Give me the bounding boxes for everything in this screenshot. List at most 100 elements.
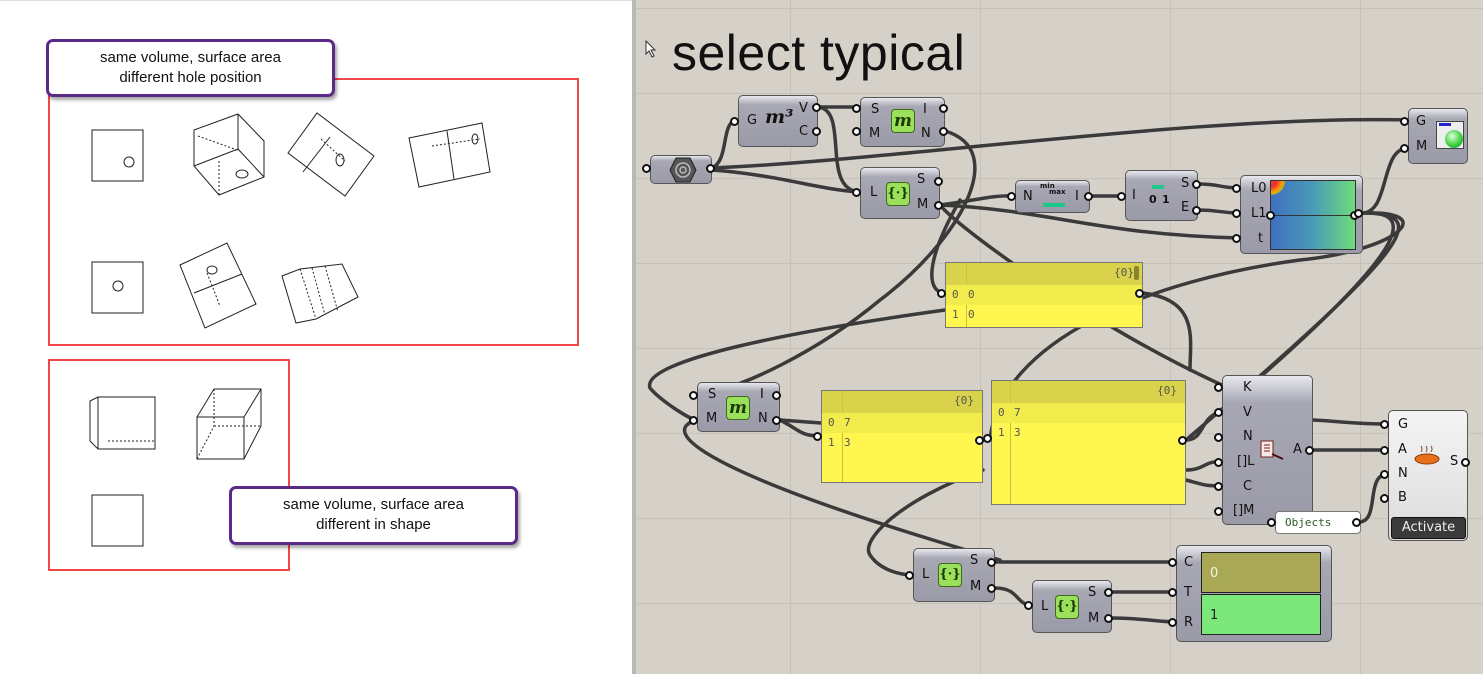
wire-port[interactable] bbox=[1214, 482, 1223, 491]
wire-port[interactable] bbox=[689, 416, 698, 425]
wire-port[interactable] bbox=[1232, 209, 1241, 218]
wire-port[interactable] bbox=[1168, 558, 1177, 567]
output-label: I bbox=[1075, 189, 1079, 204]
wire-port[interactable] bbox=[939, 127, 948, 136]
panel-scrollbar[interactable] bbox=[1134, 266, 1139, 280]
panel-divider bbox=[1010, 381, 1011, 504]
wire-port[interactable] bbox=[1007, 192, 1016, 201]
wire-port[interactable] bbox=[706, 164, 715, 173]
wire-port[interactable] bbox=[934, 177, 943, 186]
wire-port[interactable] bbox=[1214, 408, 1223, 417]
wire-port[interactable] bbox=[730, 117, 739, 126]
wire-port[interactable] bbox=[1214, 383, 1223, 392]
wire-port[interactable] bbox=[813, 432, 822, 441]
wire-port[interactable] bbox=[852, 127, 861, 136]
wire-port[interactable] bbox=[1192, 180, 1201, 189]
mass-addition-component[interactable]: S M m I N bbox=[697, 382, 780, 432]
wire-port[interactable] bbox=[1352, 518, 1361, 527]
row-index: 0 bbox=[998, 406, 1005, 419]
wire-port[interactable] bbox=[939, 104, 948, 113]
wire-port[interactable] bbox=[852, 104, 861, 113]
preview-sphere-icon bbox=[1436, 121, 1464, 149]
wire-port[interactable] bbox=[812, 103, 821, 112]
wire-port[interactable] bbox=[1084, 192, 1093, 201]
bake-component[interactable]: G A N B S Activate bbox=[1388, 410, 1468, 541]
wire-port[interactable] bbox=[812, 127, 821, 136]
wire-port[interactable] bbox=[1232, 234, 1241, 243]
mass-addition-component[interactable]: S M m I N bbox=[860, 97, 945, 147]
input-label: S bbox=[871, 102, 880, 117]
input-label: C bbox=[1184, 555, 1194, 570]
output-label: S bbox=[1088, 585, 1097, 600]
wire-port[interactable] bbox=[1178, 436, 1187, 445]
wire-port[interactable] bbox=[1168, 618, 1177, 627]
output-label: V bbox=[799, 101, 808, 116]
wire-port[interactable] bbox=[987, 584, 996, 593]
wire-port[interactable] bbox=[1117, 192, 1126, 201]
wire-port[interactable] bbox=[852, 188, 861, 197]
wire-port[interactable] bbox=[1168, 588, 1177, 597]
row-index: 0 bbox=[952, 288, 959, 301]
wire-port[interactable] bbox=[1400, 144, 1409, 153]
wire-port[interactable] bbox=[1214, 507, 1223, 516]
objects-panel[interactable]: Objects bbox=[1275, 511, 1361, 534]
construct-domain-component[interactable]: I 0 1 S E bbox=[1125, 170, 1198, 221]
wire-port[interactable] bbox=[1135, 289, 1144, 298]
wire-port[interactable] bbox=[689, 391, 698, 400]
wire-port[interactable] bbox=[1104, 588, 1113, 597]
bounds-component[interactable]: N min max I bbox=[1015, 180, 1090, 213]
output-label: N bbox=[758, 411, 768, 426]
wire-port[interactable] bbox=[1305, 446, 1314, 455]
wire-port[interactable] bbox=[1400, 117, 1409, 126]
wire-port[interactable] bbox=[1380, 470, 1389, 479]
list-item-component[interactable]: L {·} S M bbox=[860, 167, 940, 219]
wire-port[interactable] bbox=[1214, 458, 1223, 467]
wire-port[interactable] bbox=[1380, 446, 1389, 455]
wire-port[interactable] bbox=[987, 558, 996, 567]
list-item-component[interactable]: L {·} S M bbox=[913, 548, 995, 602]
volume-component[interactable]: G m³ V C bbox=[738, 95, 818, 147]
value-list-item[interactable]: 0 bbox=[1201, 552, 1321, 593]
split-divider[interactable] bbox=[632, 0, 636, 674]
wire-port[interactable] bbox=[772, 416, 781, 425]
wire-port[interactable] bbox=[1380, 420, 1389, 429]
wire-port[interactable] bbox=[1461, 458, 1470, 467]
gradient-grip[interactable] bbox=[1266, 211, 1275, 220]
output-label: A bbox=[1293, 442, 1302, 457]
list-item-component[interactable]: L {·} S M bbox=[1032, 580, 1112, 633]
object-attributes-component[interactable]: K V N []L C []M A bbox=[1222, 375, 1313, 525]
wire-port[interactable] bbox=[1380, 494, 1389, 503]
wire-port[interactable] bbox=[772, 391, 781, 400]
input-label: L bbox=[1041, 599, 1049, 614]
wire-port[interactable] bbox=[1354, 209, 1363, 218]
row-value: 7 bbox=[844, 416, 851, 429]
callout-line: different hole position bbox=[119, 69, 262, 86]
wire-port[interactable] bbox=[983, 434, 992, 443]
activate-button[interactable]: Activate bbox=[1391, 517, 1466, 539]
gradient-component[interactable]: L0 L1 t bbox=[1240, 175, 1363, 254]
wire-port[interactable] bbox=[937, 289, 946, 298]
gradient-preset-icon[interactable] bbox=[1271, 181, 1285, 195]
wire-port[interactable] bbox=[642, 164, 651, 173]
input-label: N bbox=[1023, 189, 1033, 204]
value-list-item-selected[interactable]: 1 bbox=[1201, 594, 1321, 635]
wire-port[interactable] bbox=[905, 571, 914, 580]
input-label: L1 bbox=[1251, 206, 1267, 221]
gradient-preview[interactable] bbox=[1266, 180, 1359, 250]
wire-port[interactable] bbox=[1232, 184, 1241, 193]
value-list-component[interactable]: C T R 0 1 bbox=[1176, 545, 1332, 642]
custom-preview-component[interactable]: G M bbox=[1408, 108, 1468, 164]
wire-port[interactable] bbox=[934, 201, 943, 210]
input-label: A bbox=[1398, 442, 1407, 457]
domain-icon-0: 0 bbox=[1149, 193, 1157, 206]
geometry-hex-icon bbox=[669, 157, 697, 183]
wire-port[interactable] bbox=[1214, 433, 1223, 442]
geometry-param[interactable] bbox=[650, 155, 712, 184]
wire-port[interactable] bbox=[1192, 206, 1201, 215]
wire-port[interactable] bbox=[1104, 614, 1113, 623]
wire-port[interactable] bbox=[1024, 601, 1033, 610]
wire-port[interactable] bbox=[1267, 518, 1276, 527]
